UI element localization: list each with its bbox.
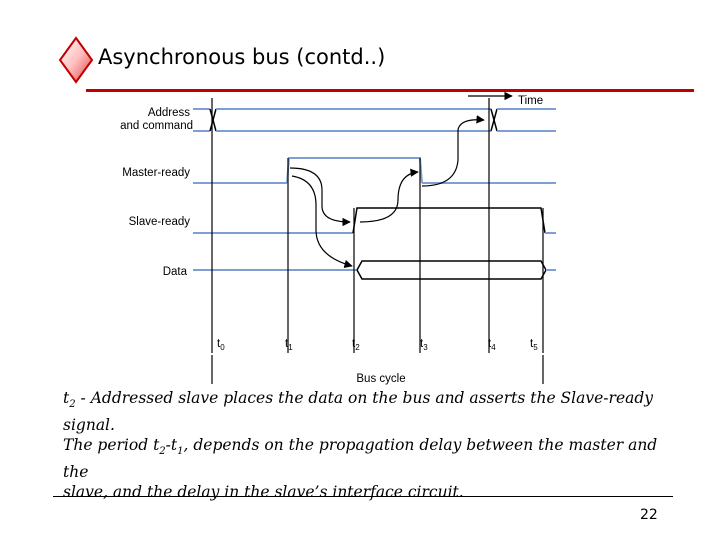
bus-cycle-label: Bus cycle xyxy=(356,373,405,385)
time-mark-t4: t4 xyxy=(488,338,496,352)
master-ready-signal xyxy=(193,157,556,184)
caption-line-1: t2 - Addressed slave places the data on … xyxy=(63,389,654,435)
time-mark-t1: t1 xyxy=(285,338,293,352)
data-signal xyxy=(193,260,556,280)
timing-diagram: Time Address and command Master-ready Sl… xyxy=(120,91,556,385)
slave-ready-label: Slave-ready xyxy=(129,216,191,228)
time-gridlines xyxy=(211,98,544,353)
time-mark-t2: t2 xyxy=(352,338,360,352)
master-ready-label: Master-ready xyxy=(122,167,190,179)
explanation-caption: t2 - Addressed slave places the data on … xyxy=(63,388,673,502)
causality-arrows xyxy=(289,115,485,269)
time-label: Time xyxy=(518,95,543,107)
data-label: Data xyxy=(163,266,188,278)
time-mark-t0: t0 xyxy=(217,338,225,352)
address-label-line1: Address xyxy=(148,107,190,119)
footer-divider xyxy=(53,496,673,497)
address-signal xyxy=(193,108,556,132)
address-label-line2: and command xyxy=(120,120,193,132)
bus-cycle-span xyxy=(211,355,544,384)
diamond-bullet-icon xyxy=(58,36,94,84)
page-number: 22 xyxy=(640,507,658,523)
time-mark-t3: t3 xyxy=(420,338,428,352)
caption-line-3: slave, and the delay in the slave’s inte… xyxy=(63,483,464,502)
slide-title: Asynchronous bus (contd..) xyxy=(98,45,386,69)
time-mark-t5: t5 xyxy=(530,338,538,352)
caption-line-2: The period t2-t1, depends on the propaga… xyxy=(63,436,658,482)
title-underline xyxy=(86,89,694,92)
